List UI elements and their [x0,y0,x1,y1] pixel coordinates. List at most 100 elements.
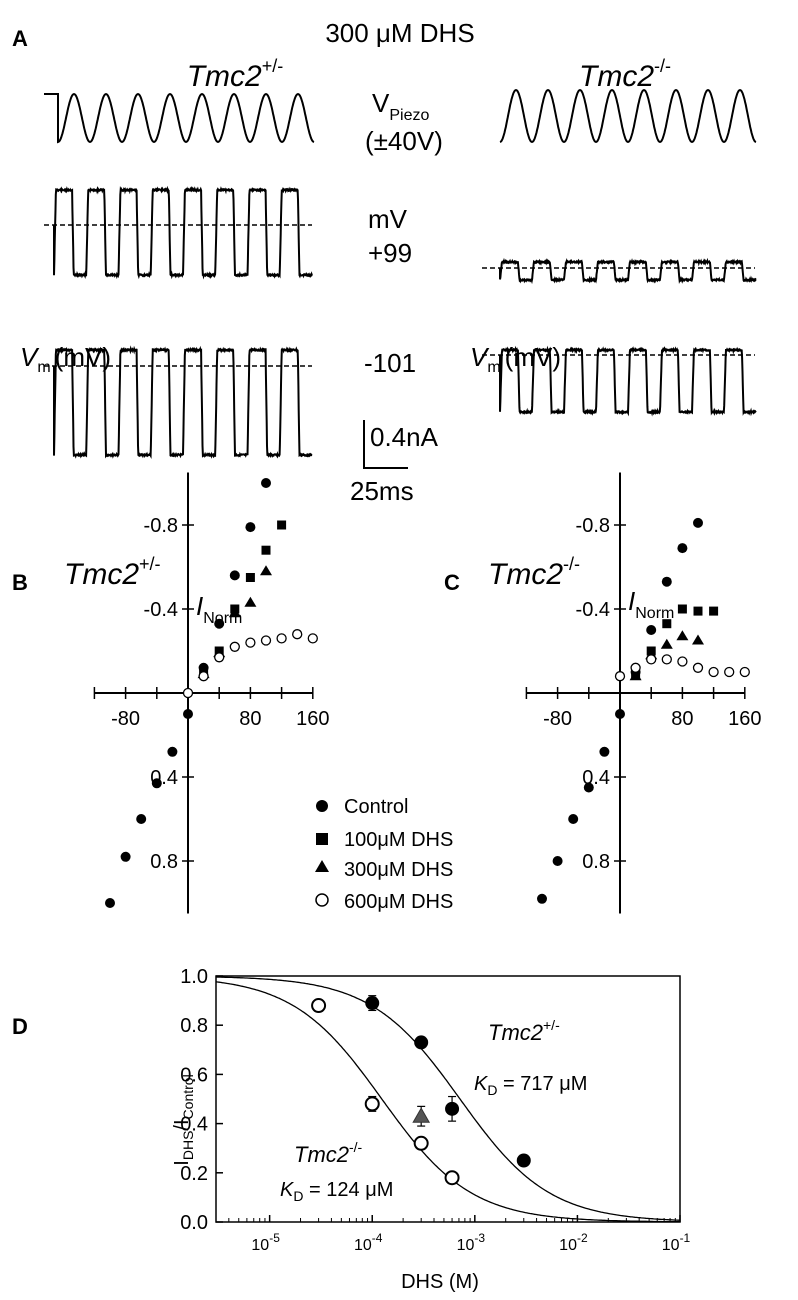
panel-d-x-tick-label: 10-1 [662,1231,691,1254]
voltage-neg-label: -101 [364,348,416,378]
data-point-600um [692,662,704,673]
data-point-600um [630,662,641,673]
scale-current-label: 0.4nA [370,422,439,452]
iv-c-x-tick-label: 160 [728,708,761,730]
vpiezo-range: (±40V) [365,126,443,156]
data-point-600um [229,641,240,652]
data-point-100um [709,606,719,616]
ko-genotype-label: Tmc2-/- [294,1139,363,1167]
stimulus-sine-het [44,92,315,144]
iv-c-y-tick-label: -0.4 [576,599,610,621]
data-point-het [516,1153,531,1168]
data-point-control [568,814,579,824]
data-point-ko [364,1096,380,1112]
iv-c-y-tick-label: -0.8 [576,515,610,537]
data-point-600um [260,635,272,646]
data-point-600um [708,666,719,678]
panel-d-xlabel: DHS (M) [401,1271,479,1293]
data-point-control [661,576,672,587]
panel-a: A 300 μM DHS Tmc2+/- Tmc2-/- VPiezo (±40… [12,18,757,506]
genotype-ko-label: Tmc2-/- [579,56,671,93]
data-point-100um [277,520,287,530]
panel-d-frame [215,975,681,1223]
data-point-600um [677,656,688,667]
data-point-control [245,522,256,533]
panel-d-y-tick-label: 0.0 [180,1212,208,1234]
data-point-100um [245,573,255,582]
iv-b-x-tick-label: -80 [111,708,140,730]
legend-label-control: Control [344,796,408,818]
iv-b-y-tick-label: 0.8 [150,851,178,873]
data-point-100um [662,619,672,629]
iv-c-y-tick-label: 0.8 [582,851,610,873]
panel-b-genotype: Tmc2+/- [64,554,161,591]
legend-label-600: 600μM DHS [344,891,453,913]
data-point-ko [311,998,327,1014]
scale-time-label: 25ms [350,476,414,506]
legend-label-300: 300μM DHS [344,859,453,881]
iv-b-x-tick-label: 80 [239,708,261,730]
panel-d-y-tick-label: 0.8 [180,1015,208,1037]
panel-d-x-tick-label: 10-3 [457,1231,486,1254]
legend-marker-control [316,800,328,812]
panel-c-xlabel: Vm(mV) [470,342,561,376]
data-point-control [537,893,547,904]
data-point-control [552,856,563,866]
panel-b-label: B [12,570,28,595]
panel-d-x-tick-label: 10-2 [559,1231,588,1254]
legend-label-100: 100μM DHS [344,829,453,851]
data-point-600um [614,671,626,682]
data-point-100um [261,545,271,555]
panel-d-y-tick-label: 0.2 [180,1163,208,1185]
data-point-control [167,746,178,757]
legend: Control 100μM DHS 300μM DHS 600μM DHS [315,796,453,913]
legend-marker-300 [315,860,329,872]
data-point-300um [244,596,257,607]
data-point-het [445,1101,460,1116]
data-point-control [261,478,271,488]
ko-kd-label: KD = 124 μM [280,1179,393,1204]
stimulus-sine-ko [499,88,757,144]
iv-c-x-tick-label: 80 [671,708,693,730]
data-point-control [229,570,240,581]
vpiezo-label: VPiezo [372,88,429,124]
het-genotype-label: Tmc2+/- [488,1017,560,1045]
data-point-300um [228,607,241,618]
fit-curve-het [215,976,680,1221]
data-point-300um [692,634,704,645]
data-point-600um [646,654,657,665]
panel-d-x-tick-label: 10-4 [354,1231,383,1254]
data-point-control [136,814,147,824]
data-point-600um [198,671,209,682]
data-point-600um [661,654,672,665]
data-point-het [414,1035,429,1050]
current-trace-het-neg [53,345,313,459]
scale-bar [363,420,408,469]
data-point-100um [693,606,703,616]
data-point-300um [660,638,673,649]
data-point-600um [245,637,256,648]
panel-d-y-tick-label: 0.4 [180,1114,208,1136]
voltage-pos-label: +99 [368,238,412,268]
data-point-het [365,996,380,1011]
data-point-100um [677,604,687,614]
data-point-triangle [412,1107,431,1123]
panel-d-label: D [12,1014,28,1039]
panel-d-y-tick-label: 1.0 [180,966,208,988]
panel-d: D IDHS/IControl DHS (M) Tmc2+/- KD = 717… [12,966,691,1293]
data-point-control [214,618,225,629]
data-point-control [105,898,115,908]
panel-a-title: 300 μM DHS [325,18,474,48]
panel-d-y-tick-label: 0.6 [180,1064,208,1086]
data-point-600um [724,666,735,678]
iv-b-y-tick-label: -0.8 [144,515,178,537]
panel-b-xlabel: Vm(mV) [20,342,111,376]
data-point-ko [444,1170,460,1186]
panel-c-ylabel: INorm [628,586,674,622]
genotype-het-label: Tmc2+/- [187,56,284,93]
panel-a-label: A [12,26,28,51]
